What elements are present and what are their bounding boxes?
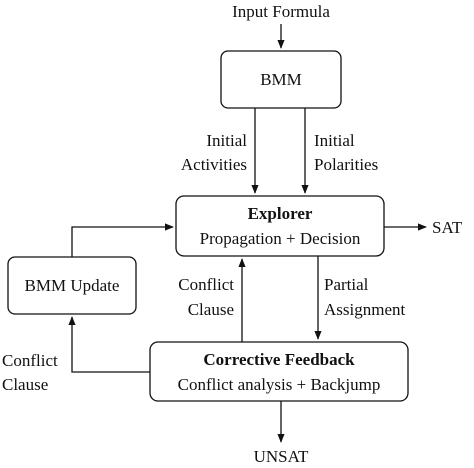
partial-assignment-line-1: Partial xyxy=(324,275,369,294)
conflict-clause-left-line-2: Clause xyxy=(2,375,48,394)
initial-polarities-line-1: Initial xyxy=(314,131,355,150)
bmm-update-node: BMM Update xyxy=(7,256,137,315)
partial-assignment-line-2: Assignment xyxy=(324,300,406,319)
input-formula-label: Input Formula xyxy=(232,2,330,21)
corrective-feedback-node: Corrective Feedback Conflict analysis + … xyxy=(149,341,409,402)
corrective-feedback-subtitle: Conflict analysis + Backjump xyxy=(178,375,381,394)
initial-polarities-label: Initial Polarities xyxy=(314,131,378,174)
explorer-subtitle: Propagation + Decision xyxy=(200,229,361,248)
corrective-feedback-title: Corrective Feedback xyxy=(203,350,355,369)
conflict-clause-left-label: Conflict Clause xyxy=(2,351,58,394)
initial-polarities-line-2: Polarities xyxy=(314,155,378,174)
conflict-clause-left-line-1: Conflict xyxy=(2,351,58,370)
explorer-node: Explorer Propagation + Decision xyxy=(175,195,385,257)
initial-activities-line-1: Initial xyxy=(206,131,247,150)
conflict-clause-center-line-1: Conflict xyxy=(178,275,234,294)
bmm-update-to-explorer-arrow xyxy=(71,223,174,257)
explorer-title: Explorer xyxy=(248,204,313,223)
partial-assignment-label: Partial Assignment xyxy=(324,275,406,319)
conflict-clause-center-line-2: Clause xyxy=(188,300,234,319)
initial-activities-line-2: Activities xyxy=(181,155,247,174)
conflict-clause-center-label: Conflict Clause xyxy=(178,275,234,319)
bmm-node: BMM xyxy=(220,50,342,109)
bmm-update-label: BMM Update xyxy=(25,276,120,295)
unsat-label: UNSAT xyxy=(254,447,309,466)
sat-label: SAT xyxy=(432,218,463,237)
bmm-label: BMM xyxy=(260,70,302,89)
initial-activities-label: Initial Activities xyxy=(181,131,247,174)
corrective-to-bmm-update-arrow xyxy=(68,316,150,373)
